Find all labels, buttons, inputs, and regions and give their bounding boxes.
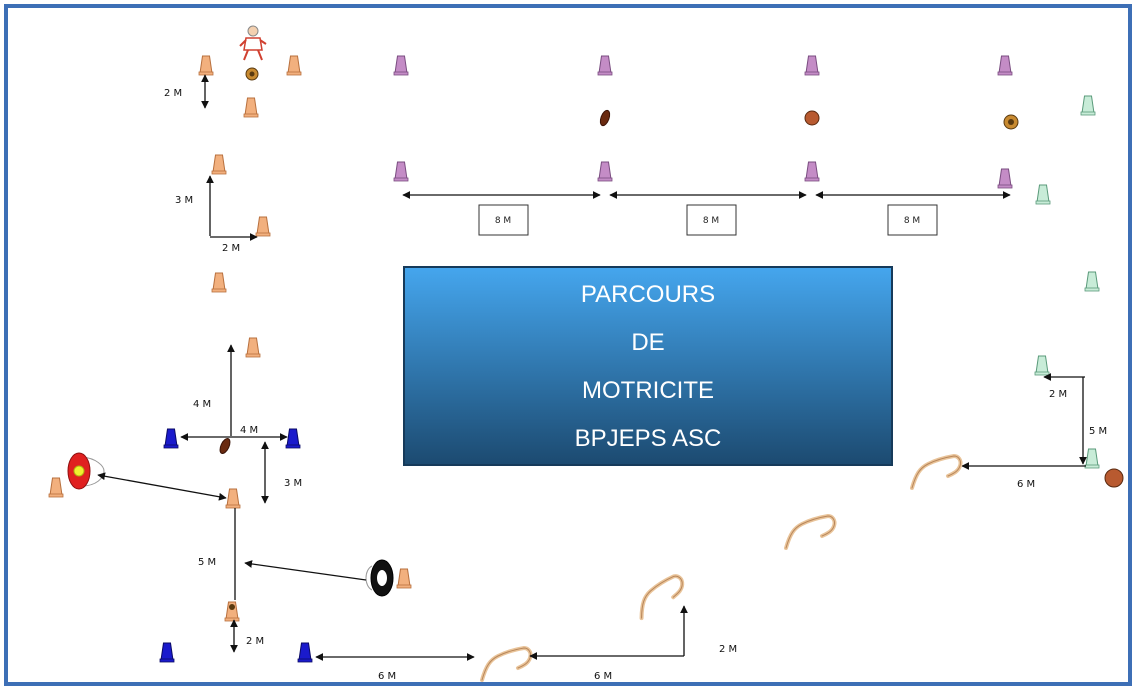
distance-label: 2 M	[222, 243, 240, 254]
distance-label: 2 M	[1049, 389, 1067, 400]
distance-label: 2 M	[719, 644, 737, 655]
title-line-3: MOTRICITE	[582, 377, 714, 404]
cone-orange-icon	[224, 601, 240, 622]
target-icon	[67, 452, 105, 490]
distance-label: 5 M	[1089, 426, 1107, 437]
rugby-ball-icon	[599, 109, 611, 127]
distance-label: 6 M	[594, 671, 612, 682]
title-line-1: PARCOURS	[581, 281, 715, 308]
distance-label: 6 M	[1017, 479, 1035, 490]
distance-label: 2 M	[246, 636, 264, 647]
distance-box: 8 M	[478, 204, 529, 236]
distance-label: 3 M	[284, 478, 302, 489]
title-line-4: BPJEPS ASC	[575, 425, 722, 452]
distance-box: 8 M	[887, 204, 938, 236]
distance-label: 8 M	[904, 216, 920, 226]
runner-figure-icon	[239, 25, 267, 61]
distance-label: 8 M	[495, 216, 511, 226]
distance-box: 8 M	[686, 204, 737, 236]
distance-label: 2 M	[164, 88, 182, 99]
distance-label: 8 M	[703, 216, 719, 226]
distance-label: 6 M	[378, 671, 396, 682]
title-line-2: DE	[631, 329, 664, 356]
rugby-ball-icon	[219, 438, 231, 454]
target-icon	[365, 559, 394, 597]
distance-arrow	[97, 472, 227, 501]
basketball-icon	[1104, 468, 1124, 488]
distance-label: 5 M	[198, 557, 216, 568]
basketball-icon	[804, 110, 820, 126]
ball-icon	[245, 67, 259, 81]
title-box: PARCOURS DE MOTRICITE BPJEPS ASC	[403, 266, 893, 466]
distance-label: 3 M	[175, 195, 193, 206]
distance-arrow	[244, 560, 367, 581]
ball-icon	[1003, 114, 1019, 130]
distance-label: 4 M	[193, 399, 211, 410]
distance-label: 4 M	[240, 425, 258, 436]
